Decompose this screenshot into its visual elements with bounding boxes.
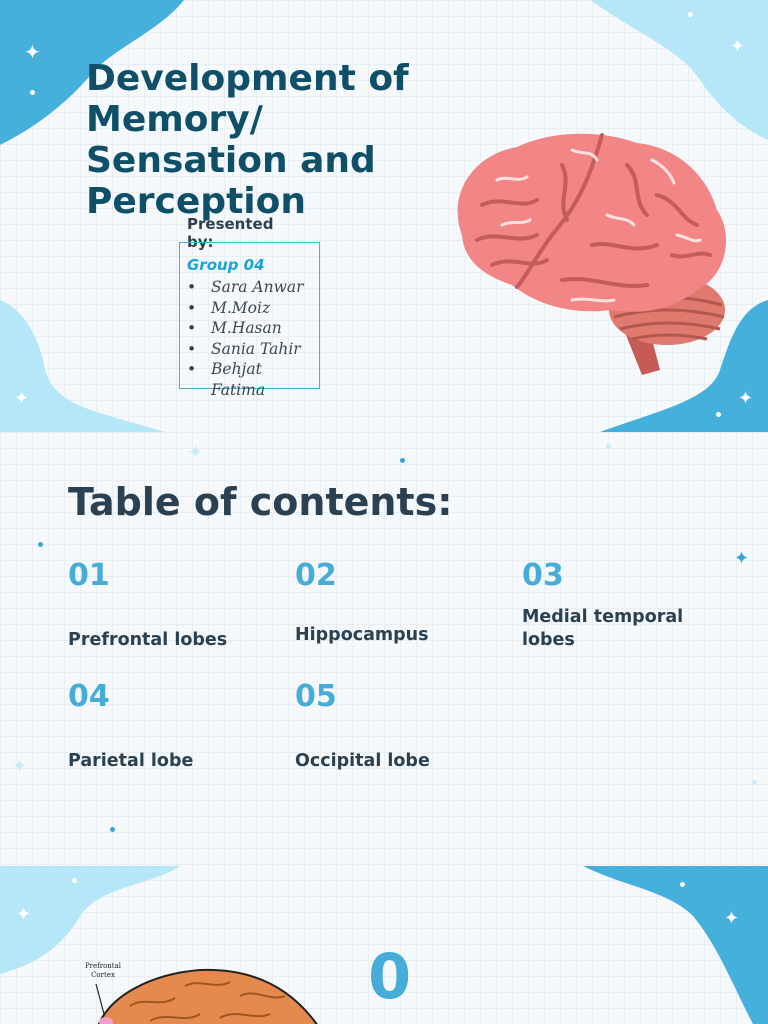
corner-blob-bottom-left [0, 300, 165, 432]
dot-icon [680, 882, 685, 887]
toc-number: 02 [295, 558, 337, 593]
page-title: Development of Memory/ Sensation and Per… [86, 58, 409, 222]
toc-label: Parietal lobe [68, 751, 194, 771]
corner-blob-top-right [583, 866, 768, 1024]
corner-blob-top-left [0, 0, 184, 145]
corner-blob-top-right [590, 0, 768, 140]
dot-icon [400, 458, 405, 463]
slide-title: ✦ ✦ ✦ ✦ Development of Memory/ Sensation… [0, 0, 768, 432]
toc-label: Occipital lobe [295, 751, 430, 771]
sparkle-icon: ✦ [24, 40, 41, 64]
group-name: Group 04 [187, 256, 265, 274]
sparkle-icon: ✦ [730, 36, 746, 57]
slide-table-of-contents: ✦ ✦ ✦ Table of contents: 01 Prefrontal l… [0, 432, 768, 864]
sparkle-icon: ✦ [738, 388, 754, 409]
dot-icon [752, 780, 757, 785]
member-item: M.Moiz [187, 298, 315, 319]
member-item: Sania Tahir [187, 339, 315, 360]
dot-icon [688, 12, 693, 17]
corner-blob-top-left [0, 866, 180, 974]
toc-number: 01 [68, 558, 110, 593]
toc-number: 05 [295, 679, 337, 714]
toc-heading: Table of contents: [68, 480, 453, 524]
dot-icon [72, 878, 77, 883]
member-item: Sara Anwar [187, 277, 315, 298]
section-number: 0 [368, 940, 412, 1013]
dot-icon [30, 90, 35, 95]
brain-illustration [457, 133, 727, 375]
member-item: M.Hasan [187, 318, 315, 339]
slide-section-intro: ✦ ✦ ✦ 0 Prefrontal Cortex [0, 866, 768, 1024]
toc-label: Prefrontal lobes [68, 630, 228, 650]
toc-label: Medial temporal lobes [522, 607, 684, 650]
dot-icon [38, 542, 43, 547]
member-list: Sara Anwar M.Moiz M.Hasan Sania Tahir Be… [187, 277, 315, 400]
toc-number: 04 [68, 679, 110, 714]
brain-label: Prefrontal Cortex [84, 962, 122, 979]
brain-cortex-illustration [95, 968, 318, 1024]
member-item: Behjat Fatima [187, 359, 315, 400]
sparkle-icon: ✦ [14, 388, 30, 409]
dot-icon [110, 827, 115, 832]
sparkle-icon: ✦ [16, 904, 32, 925]
sparkle-icon: ✦ [724, 908, 740, 929]
sparkle-icon: ✦ [188, 442, 204, 463]
toc-number: 03 [522, 558, 564, 593]
toc-label: Hippocampus [295, 625, 429, 645]
dot-icon [716, 412, 721, 417]
sparkle-icon: ✦ [734, 548, 750, 569]
corner-blob-bottom-right [600, 300, 768, 432]
dot-icon [606, 444, 611, 449]
sparkle-icon: ✦ [12, 756, 28, 777]
